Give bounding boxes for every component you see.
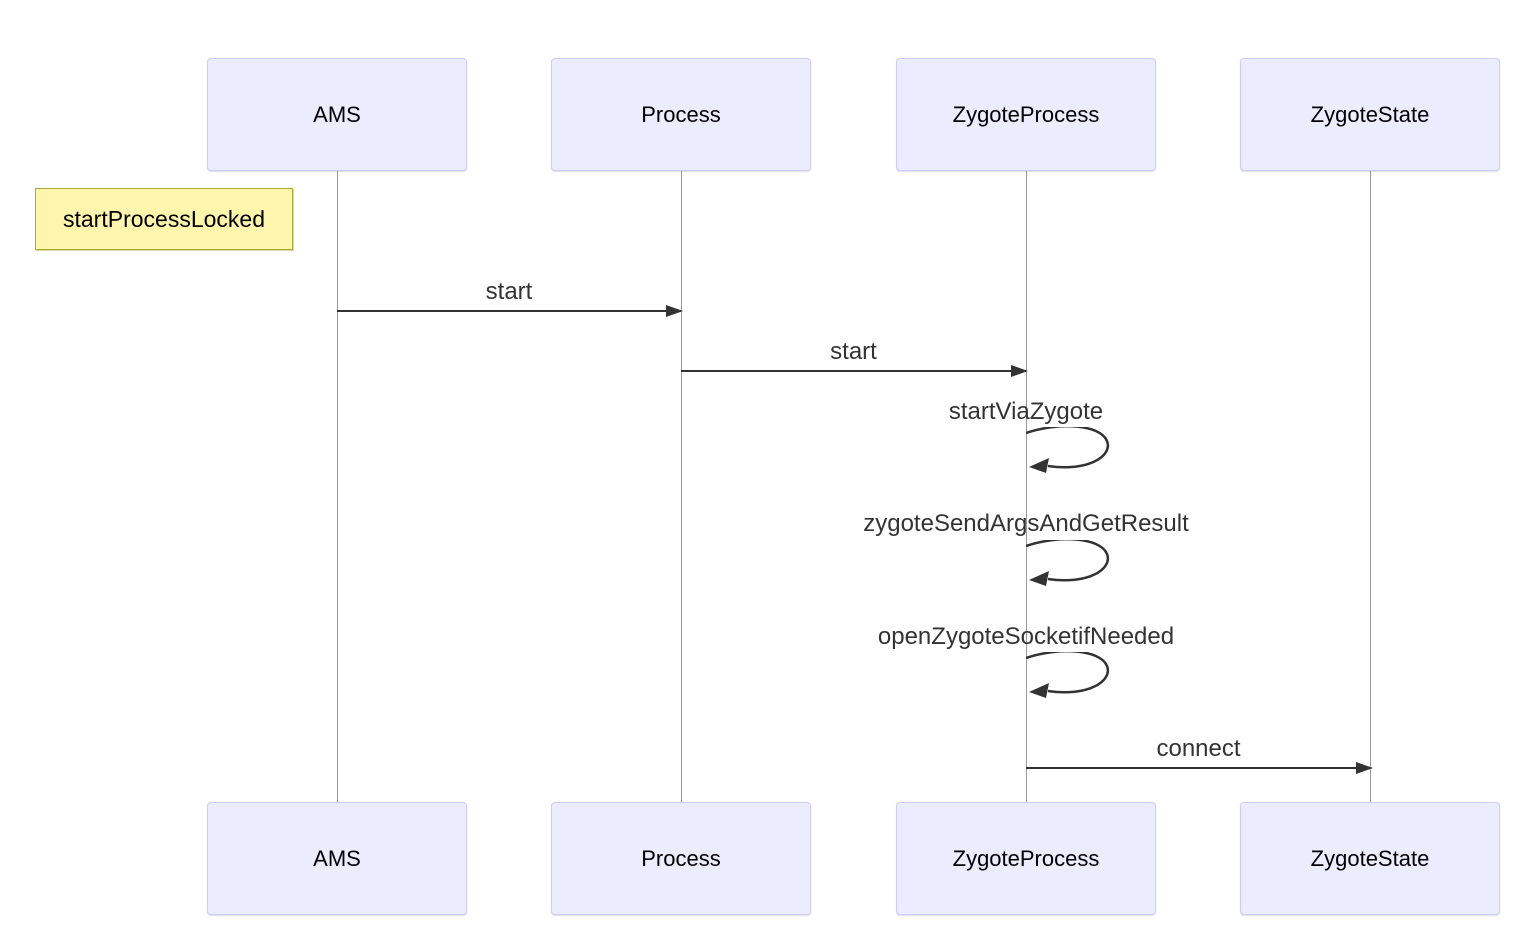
actor-label: AMS [313,101,361,127]
actor-top-ams: AMS [207,58,467,171]
note-startprocesslocked: startProcessLocked [35,188,293,250]
selfloop-label-openzygotesocketifneeded: openZygoteSocketifNeeded [877,623,1175,650]
actor-bottom-ams: AMS [207,802,467,915]
note-label: startProcessLocked [63,205,265,232]
actor-label: ZygoteState [1310,101,1430,127]
selfloop-label-startviazygote: startViaZygote [948,398,1104,425]
actor-label: AMS [313,845,361,871]
actor-top-zygoteprocess: ZygoteProcess [896,58,1156,171]
lifeline-zygoteprocess [1026,171,1027,802]
message-label: start [485,278,533,305]
message-label: start [830,338,877,365]
self-loop-arrow [1026,427,1110,473]
actor-label: Process [641,101,721,127]
actor-label: ZygoteState [1310,845,1430,871]
selfloop-label-zygotesendargsandgetresult: zygoteSendArgsAndGetResult [863,510,1189,537]
message-line [681,365,1028,377]
actor-label: ZygoteProcess [952,845,1100,871]
actor-bottom-zygotestate: ZygoteState [1240,802,1500,915]
actor-bottom-process: Process [551,802,811,915]
message-connect-zygoteprocess-zygotestate: connect [1026,734,1373,774]
self-loop-arrow [1026,652,1110,698]
actor-label: ZygoteProcess [952,101,1100,127]
actor-bottom-zygoteprocess: ZygoteProcess [896,802,1156,915]
message-line [337,305,683,317]
actor-top-process: Process [551,58,811,171]
message-start-process-zygoteprocess: start [681,337,1028,377]
arrow-head-icon [666,305,683,317]
arrow-head-icon [1356,762,1373,774]
actor-top-zygotestate: ZygoteState [1240,58,1500,171]
message-line [1026,762,1373,774]
lifeline-ams [337,171,338,802]
self-loop-arrow [1026,540,1110,586]
actor-label: Process [641,845,721,871]
message-start-ams-process: start [337,277,683,317]
lifeline-process [681,171,682,802]
message-label: connect [1156,735,1241,762]
lifeline-zygotestate [1370,171,1371,802]
arrow-head-icon [1011,365,1028,377]
